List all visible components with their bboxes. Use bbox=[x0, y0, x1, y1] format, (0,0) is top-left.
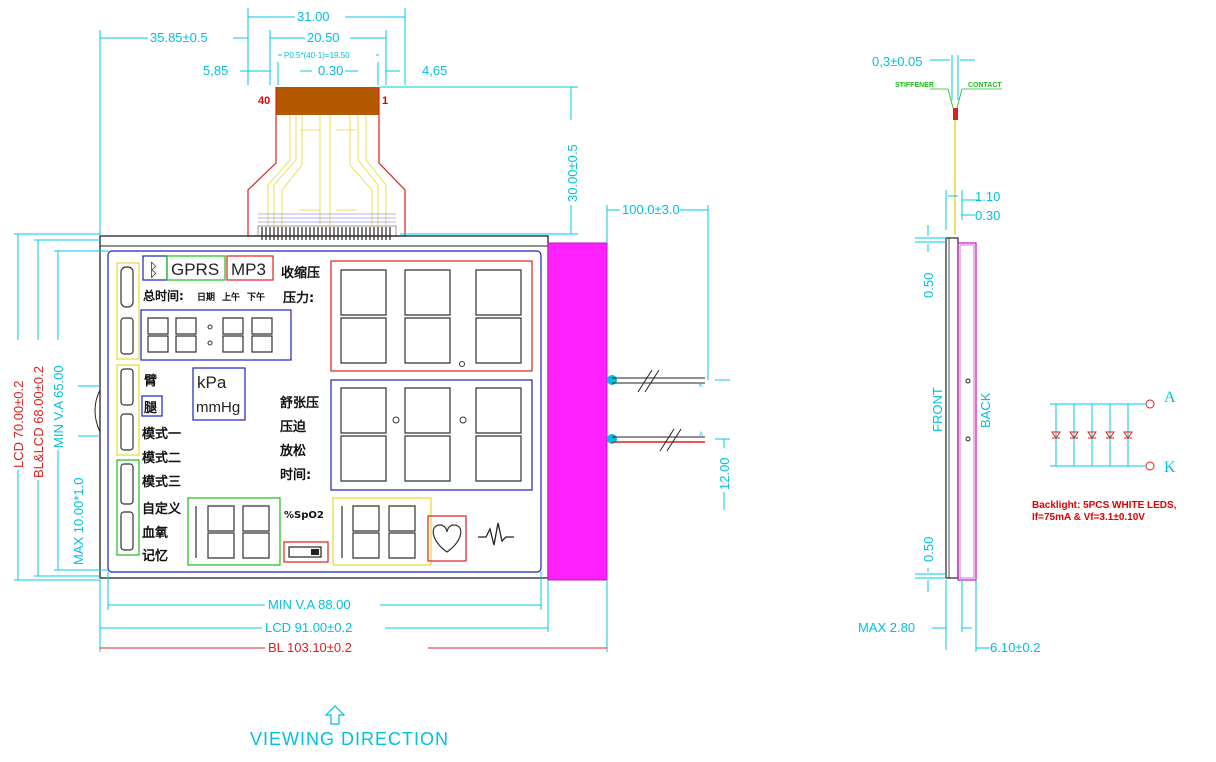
lcd-am: 上午 bbox=[222, 291, 240, 303]
heart-icon bbox=[432, 524, 462, 553]
lcd-spo2: %SpO2 bbox=[284, 510, 324, 521]
lcd-compress: 压迫 bbox=[280, 419, 307, 435]
lcd-arm: 臂 bbox=[144, 373, 157, 389]
dim-stiffener-thickness: 0,3±0.05 bbox=[872, 54, 923, 69]
lcd-gprs: GPRS bbox=[171, 260, 219, 279]
dim-tab-1: 1.10 bbox=[975, 189, 1000, 204]
lcd-relax: 放松 bbox=[279, 443, 306, 459]
lcd-systolic: 收缩压 bbox=[281, 265, 320, 281]
cathode-label: K bbox=[1164, 459, 1176, 476]
lcd-kpa: kPa bbox=[197, 373, 227, 392]
dim-lcd-height: LCD 70.00±0.2 bbox=[11, 381, 26, 468]
lcd-memory: 记忆 bbox=[142, 548, 168, 564]
dim-pitch: P0.5*(40-1)=19.50 bbox=[284, 51, 350, 60]
lcd-mode3: 模式三 bbox=[142, 474, 181, 490]
pin-40-label: 40 bbox=[258, 95, 270, 107]
stiffener-label: STIFFENER bbox=[895, 82, 934, 89]
lcd-diastolic: 舒张压 bbox=[280, 395, 319, 411]
lcd-pressure: 压力: bbox=[283, 290, 314, 306]
bluetooth-icon: ᛒ bbox=[148, 260, 159, 281]
dim-max-thickness: MAX 2.80 bbox=[858, 620, 915, 635]
dim-cable-length: 100.0±3.0 bbox=[622, 202, 680, 217]
dim-side-bottom: 0.50 bbox=[921, 537, 936, 562]
lcd-total-time: 总时间: bbox=[143, 288, 184, 303]
lcd-date: 日期 bbox=[197, 291, 215, 303]
lcd-blood-oxygen: 血氧 bbox=[142, 525, 168, 541]
back-label: BACK bbox=[978, 392, 993, 428]
battery-icon bbox=[288, 546, 322, 558]
dim-total-thickness: 6.10±0.2 bbox=[990, 640, 1041, 655]
pulse-icon bbox=[478, 522, 514, 546]
left-dimensions: LCD 70.00±0.2 BL&LCD 68.00±0.2 MIN V.A 6… bbox=[11, 233, 108, 581]
dim-wire-offset: 12.00 bbox=[717, 457, 732, 490]
lcd-mode2: 模式二 bbox=[142, 450, 181, 466]
fpc-cable: 40 1 30.00±0.5 bbox=[247, 86, 580, 240]
viewing-direction: VIEWING DIRECTION bbox=[250, 729, 449, 749]
backlight-spec-1: Backlight: 5PCS WHITE LEDS, bbox=[1032, 500, 1177, 511]
viewing-arrow-icon bbox=[324, 705, 346, 725]
led-wires: 100.0±3.0 K A 12.00 bbox=[606, 202, 732, 510]
bottom-dimensions: MIN V.A 88.00 LCD 91.00±0.2 BL 103.10±0.… bbox=[99, 572, 608, 749]
backlight-spec-2: If=75mA & Vf=3.1±0.10V bbox=[1032, 512, 1145, 523]
dim-fpc-length: 30.00±0.5 bbox=[565, 144, 580, 202]
lcd-mmhg: mmHg bbox=[196, 399, 240, 416]
contact-label: CONTACT bbox=[968, 82, 1002, 89]
lcd-segments: ᛒ GPRS MP3 收缩压 压力: 总时间: 日期 上午 下午 臂 bbox=[116, 255, 533, 566]
wire-a-label: A bbox=[699, 432, 703, 438]
lcd-custom: 自定义 bbox=[142, 501, 182, 517]
dim-left-margin: 5,85 bbox=[203, 63, 228, 78]
lcd-leg: 腿 bbox=[144, 401, 157, 416]
lcd-mp3: MP3 bbox=[231, 260, 266, 279]
dim-tab-2: 0.30 bbox=[975, 208, 1000, 223]
dim-max-thickness-left: MAX 10.00*1.0 bbox=[71, 478, 86, 565]
dim-left-offset: 35.85±0.5 bbox=[150, 30, 208, 45]
lcd-module bbox=[94, 235, 608, 581]
dim-right-margin: 4,65 bbox=[422, 63, 447, 78]
dim-side-top: 0.50 bbox=[921, 273, 936, 298]
dim-min-va-height: MIN V.A 65.00 bbox=[51, 365, 66, 448]
dim-bl-lcd-height: BL&LCD 68.00±0.2 bbox=[31, 366, 46, 478]
anode-label: A bbox=[1164, 389, 1176, 406]
side-view: 0,3±0.05 STIFFENER CONTACT 1.10 0.30 FRO… bbox=[858, 54, 1041, 655]
backlight-strip bbox=[547, 242, 608, 581]
led-schematic: A K Backlight: 5PCS WHITE LEDS, If=75mA … bbox=[1032, 389, 1177, 523]
pin-1-label: 1 bbox=[382, 95, 388, 107]
wire-k-label: K bbox=[699, 383, 703, 389]
lcd-pm: 下午 bbox=[247, 291, 265, 303]
lcd-mode1: 模式一 bbox=[142, 426, 181, 442]
lcd-time: 时间: bbox=[280, 467, 311, 483]
dim-bl-width: BL 103.10±0.2 bbox=[268, 640, 352, 655]
dim-min-va-width: MIN V.A 88.00 bbox=[268, 597, 351, 612]
dim-lcd-width: LCD 91.00±0.2 bbox=[265, 620, 352, 635]
front-label: FRONT bbox=[930, 387, 945, 432]
top-dimensions: 31.00 35.85±0.5 20.50 P0.5*(40-1)=19.50 … bbox=[99, 8, 447, 235]
dim-fpc-width: 20.50 bbox=[307, 30, 340, 45]
dim-pin-width: 0.30 bbox=[318, 63, 343, 78]
dim-top-width: 31.00 bbox=[297, 9, 330, 24]
